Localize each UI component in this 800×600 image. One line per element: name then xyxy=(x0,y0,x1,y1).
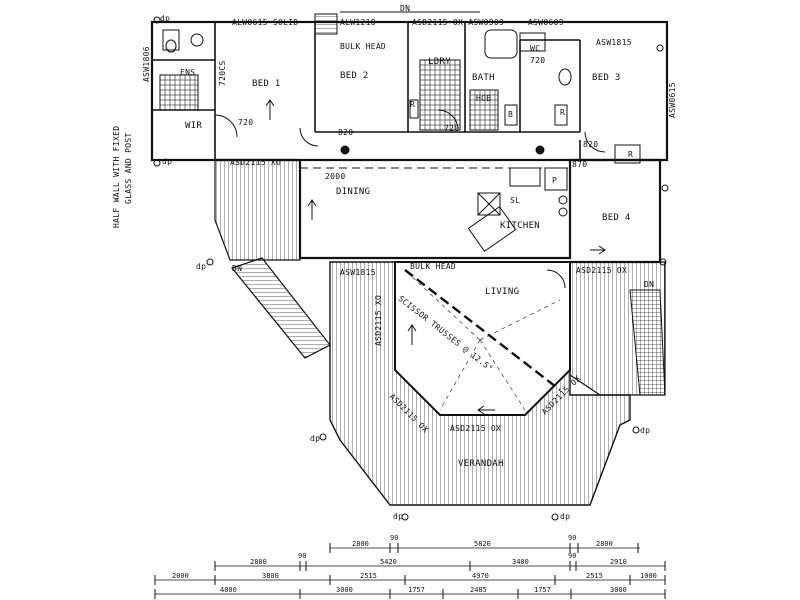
dim-row4-a: 4800 xyxy=(220,586,237,594)
label-asw1815-top: ASW1815 xyxy=(596,38,632,47)
room-ldry: LDRY xyxy=(428,57,451,67)
label-wc: WC xyxy=(530,44,541,53)
room-wir: WIR xyxy=(185,121,203,131)
left-stair xyxy=(230,257,331,359)
label-alw1218: ALW1218 xyxy=(340,18,376,27)
dim-row1-c: 5820 xyxy=(474,540,491,548)
dim-row4-b: 3000 xyxy=(336,586,353,594)
label-820-a: 820 xyxy=(338,128,354,137)
label-asw1806: ASW1806 xyxy=(142,46,151,82)
label-820-b: 820 xyxy=(583,140,599,149)
dim-row1-d: 90 xyxy=(568,534,577,542)
label-asd2115-xo: ASD2115 XO xyxy=(230,158,282,167)
label-robe-4: R xyxy=(628,150,634,159)
label-asw1815-mid: ASW1815 xyxy=(340,268,376,277)
laundry-tiles xyxy=(419,59,461,131)
room-dining: DINING xyxy=(336,187,371,197)
label-2000-dining: 2000 xyxy=(325,172,346,181)
dim-row1-b: 90 xyxy=(390,534,399,542)
room-kitchen: KITCHEN xyxy=(500,221,541,231)
dim-row2-d: 3400 xyxy=(512,558,529,566)
living-radial-lines xyxy=(409,274,561,411)
dim-row2-b: 90 xyxy=(298,552,307,560)
dim-row1-a: 2800 xyxy=(352,540,369,548)
label-asw0609: ASW0609 xyxy=(528,18,564,27)
room-bed-4: BED 4 xyxy=(602,213,631,223)
dimension-lines xyxy=(154,543,666,599)
label-dn-top: DN xyxy=(400,4,411,13)
label-asd2115-xo-left: ASD2115 XO xyxy=(374,294,383,346)
dim-row4-d: 2485 xyxy=(470,586,487,594)
dim-row4-f: 3000 xyxy=(610,586,627,594)
label-720cs: 720CS xyxy=(218,60,227,86)
dim-row3-c: 2515 xyxy=(360,572,377,580)
door-swings xyxy=(214,109,606,289)
dim-row3-f: 1000 xyxy=(640,572,657,580)
label-ens: ENS xyxy=(180,68,196,77)
label-dp-4: dp xyxy=(310,434,321,443)
label-half-wall: HALF WALL WITH FIXED xyxy=(112,125,121,228)
label-b: B xyxy=(508,110,514,119)
label-glass-post: GLASS AND POST xyxy=(124,132,133,204)
label-dp-6: dp xyxy=(393,512,404,521)
dim-row4-c: 1757 xyxy=(408,586,425,594)
dim-row3-b: 3800 xyxy=(262,572,279,580)
label-hob: HOB xyxy=(476,94,492,103)
room-living: LIVING xyxy=(485,287,520,297)
label-dp-1: dp xyxy=(160,14,171,23)
label-720-b: 720 xyxy=(444,124,460,133)
label-dn-left: DN xyxy=(232,264,243,273)
downpipe-markers xyxy=(153,16,669,521)
dim-row2-a: 2800 xyxy=(250,558,267,566)
bath-tiles xyxy=(469,89,499,131)
label-bulkhead-top: BULK HEAD xyxy=(340,42,387,51)
dim-row2-e: 90 xyxy=(568,552,577,560)
dim-row3-e: 2515 xyxy=(586,572,603,580)
dim-row2-c: 5420 xyxy=(380,558,397,566)
label-dp-5: dp xyxy=(640,426,651,435)
dim-row2-f: 2910 xyxy=(610,558,627,566)
dim-row3-a: 2000 xyxy=(172,572,189,580)
label-720-c: 720 xyxy=(530,56,546,65)
label-bulkhead-mid: BULK HEAD xyxy=(410,262,457,271)
room-verandah: VERANDAH xyxy=(458,459,504,469)
ensuite-tiles xyxy=(159,74,199,111)
label-asd2115-ox-mid: ASD2115 OX xyxy=(576,266,628,275)
scissor-truss-line xyxy=(404,269,561,391)
label-dn-right: DN xyxy=(644,280,655,289)
label-dp-3: dp xyxy=(196,262,207,271)
right-stair xyxy=(629,289,666,396)
dim-row3-d: 4970 xyxy=(472,572,489,580)
dim-row1-e: 2800 xyxy=(596,540,613,548)
room-bed-2: BED 2 xyxy=(340,71,369,81)
arrows xyxy=(265,99,606,415)
room-bath: BATH xyxy=(472,73,495,83)
label-asd2115-ox-bottom: ASD2115 OX xyxy=(450,424,502,433)
dim-row4-e: 1757 xyxy=(534,586,551,594)
label-asw0615: ASW0615 xyxy=(668,82,677,118)
label-asd2115-top: ASD2115 OX ASW0909 xyxy=(412,18,505,27)
label-robe-1: R xyxy=(410,100,416,109)
label-sl: SL xyxy=(510,196,521,205)
left-deck xyxy=(214,159,301,261)
top-stair xyxy=(314,13,338,35)
label-dp-2: dp xyxy=(162,157,173,166)
label-dp-7: dp xyxy=(560,512,571,521)
label-pantry: P xyxy=(552,176,558,185)
label-720-a: 720 xyxy=(238,118,254,127)
label-870: 870 xyxy=(572,160,588,169)
label-alw0615: ALW0615 SOLID xyxy=(232,18,299,27)
room-bed-1: BED 1 xyxy=(252,79,281,89)
label-robe-3: R xyxy=(560,108,566,117)
room-bed-3: BED 3 xyxy=(592,73,621,83)
